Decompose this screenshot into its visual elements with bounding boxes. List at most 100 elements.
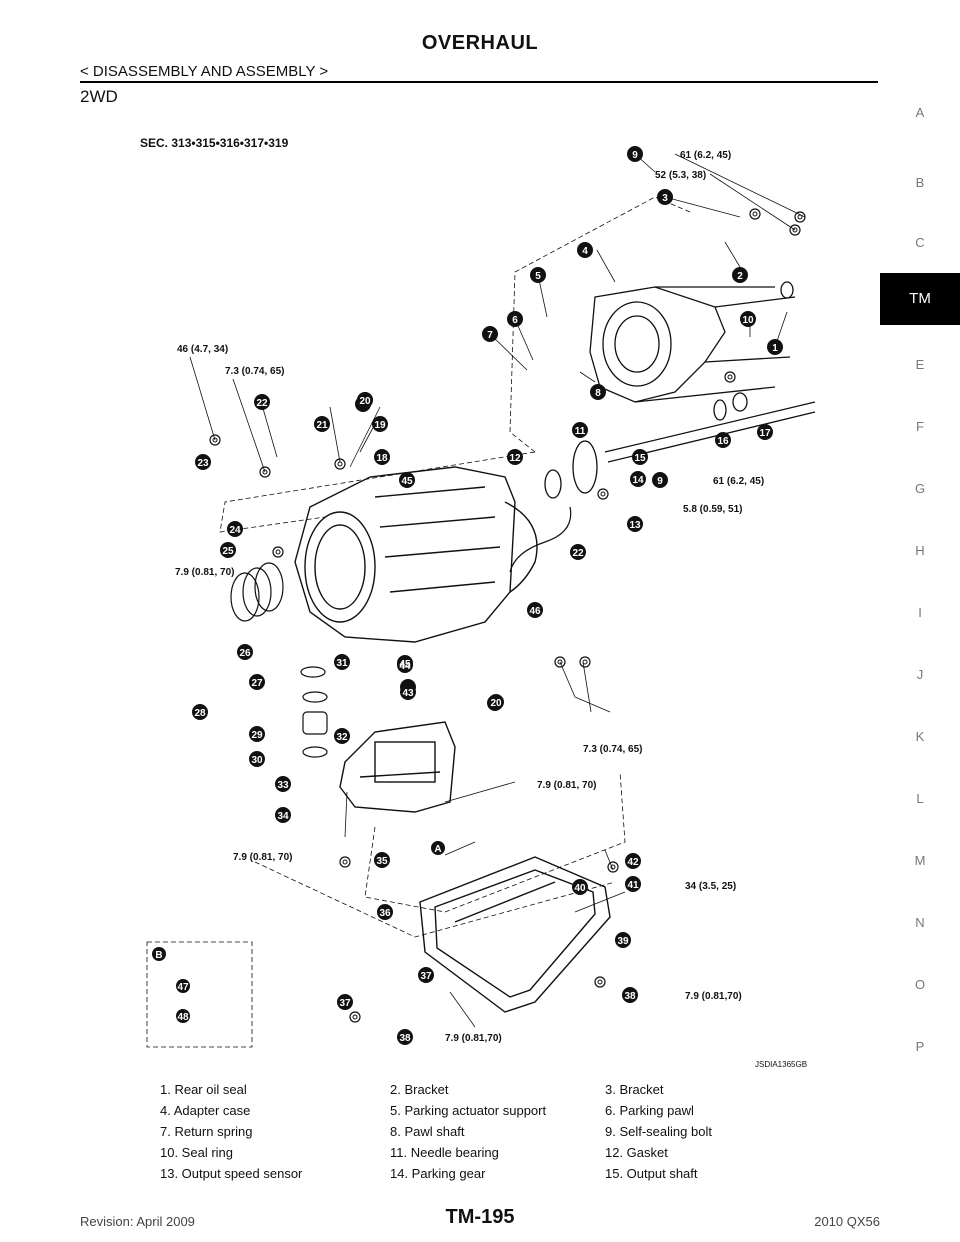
callout-21: 21	[316, 420, 328, 431]
torque-58: 5.8 (0.59, 51)	[683, 504, 742, 515]
index-J[interactable]: J	[916, 667, 924, 682]
legend-item: 12. Gasket	[605, 1145, 668, 1160]
seal-rings	[230, 562, 284, 622]
callout-32: 32	[336, 732, 348, 743]
torque-79a: 7.9 (0.81, 70)	[175, 567, 234, 578]
part-48-label: 48	[177, 1012, 189, 1023]
index-O[interactable]: O	[914, 977, 926, 992]
header-rule	[80, 81, 878, 83]
torque-79d: 7.9 (0.81,70)	[685, 991, 742, 1002]
callout-38: 38	[399, 1033, 411, 1044]
callout-39: 39	[617, 936, 629, 947]
legend-item: 11. Needle bearing	[390, 1145, 499, 1160]
callout-13: 13	[629, 520, 641, 531]
callout-27: 27	[251, 678, 263, 689]
legend-row: 10. Seal ring 11. Needle bearing 12. Gas…	[160, 1142, 840, 1163]
index-C[interactable]: C	[915, 235, 925, 250]
oil-pan-drawing	[419, 856, 611, 1013]
callout-15: 15	[634, 453, 646, 464]
legend-item: 14. Parking gear	[390, 1166, 486, 1181]
torque-61b: 61 (6.2, 45)	[713, 476, 764, 487]
callout-28: 28	[194, 708, 206, 719]
parts-legend: 1. Rear oil seal 2. Bracket 3. Bracket 4…	[160, 1079, 840, 1184]
callout-2: 2	[737, 271, 743, 282]
figure-id: JSDIA1365GB	[755, 1060, 807, 1069]
index-I[interactable]: I	[918, 605, 922, 620]
callout-6: 6	[512, 315, 518, 326]
guide-line	[509, 196, 691, 453]
callout-37b: 37	[339, 998, 351, 1009]
callout-8: 8	[595, 388, 601, 399]
legend-item: 13. Output speed sensor	[160, 1166, 303, 1181]
callout-4: 4	[582, 246, 588, 257]
legend-item: 5. Parking actuator support	[390, 1103, 547, 1118]
page-title: OVERHAUL	[421, 32, 539, 54]
revision-date: Revision: April 2009	[80, 1214, 195, 1229]
callout-22: 22	[256, 398, 268, 409]
index-L[interactable]: L	[916, 791, 924, 806]
exploded-diagram-svg: SEC. 313•315•316•317•319	[140, 136, 816, 1069]
torque-46: 46 (4.7, 34)	[177, 344, 228, 355]
torque-79c: 7.9 (0.81, 70)	[233, 852, 292, 863]
torque-73b: 7.3 (0.74, 65)	[583, 744, 642, 755]
detail-B-label: B	[155, 950, 162, 961]
legend-row: 1. Rear oil seal 2. Bracket 3. Bracket	[160, 1079, 840, 1100]
legend-row: 13. Output speed sensor 14. Parking gear…	[160, 1163, 840, 1184]
callout-34: 34	[277, 811, 289, 822]
legend-row: 4. Adapter case 5. Parking actuator supp…	[160, 1100, 840, 1121]
callout-17: 17	[759, 428, 771, 439]
index-K[interactable]: K	[915, 729, 925, 744]
callout-23: 23	[197, 458, 209, 469]
leader-lines	[189, 153, 806, 1028]
detail-markers	[152, 841, 445, 1023]
torque-34: 34 (3.5, 25)	[685, 881, 736, 892]
callout-22b: 22	[572, 548, 584, 559]
callout-38b: 38	[624, 991, 636, 1002]
index-P[interactable]: P	[915, 1039, 925, 1054]
index-A[interactable]: A	[915, 105, 925, 120]
guide-line	[364, 771, 626, 913]
index-G[interactable]: G	[914, 481, 926, 496]
legend-item: 1. Rear oil seal	[160, 1082, 247, 1097]
callout-20: 20	[359, 396, 371, 407]
legend-item: 2. Bracket	[390, 1082, 449, 1097]
callout-18: 18	[376, 453, 388, 464]
bolts	[209, 208, 806, 1023]
index-N[interactable]: N	[915, 915, 925, 930]
callout-markers	[192, 146, 783, 1045]
callout-42: 42	[627, 857, 639, 868]
guide-line	[219, 451, 536, 533]
callout-44: 44	[399, 661, 411, 672]
legend-item: 8. Pawl shaft	[390, 1124, 465, 1139]
index-F[interactable]: F	[916, 419, 924, 434]
index-M[interactable]: M	[914, 853, 926, 868]
callout-24: 24	[229, 525, 241, 536]
callout-1: 1	[772, 343, 778, 354]
callout-10: 10	[742, 315, 754, 326]
torque-73a: 7.3 (0.74, 65)	[225, 366, 284, 377]
callout-26: 26	[239, 648, 251, 659]
index-B[interactable]: B	[915, 175, 925, 190]
callout-29: 29	[251, 730, 263, 741]
callout-9b: 9	[657, 476, 663, 487]
legend-item: 7. Return spring	[160, 1124, 253, 1139]
detail-b-box	[146, 941, 253, 1048]
adapter-case-drawing	[589, 281, 796, 403]
callout-45: 45	[401, 476, 413, 487]
index-E[interactable]: E	[915, 357, 925, 372]
callout-11: 11	[575, 426, 586, 437]
index-TM[interactable]: TM	[880, 273, 960, 325]
callout-41: 41	[627, 880, 639, 891]
sensor-harness	[509, 506, 572, 573]
callout-16: 16	[717, 436, 729, 447]
callout-31: 31	[336, 658, 348, 669]
index-H[interactable]: H	[915, 543, 925, 558]
torque-52: 52 (5.3, 38)	[655, 170, 706, 181]
section-title: 2WD	[80, 87, 118, 106]
callout-3: 3	[662, 193, 668, 204]
model-year: 2010 QX56	[814, 1214, 880, 1229]
exploded-diagram: SEC. 313•315•316•317•319	[115, 122, 825, 1072]
callout-labels: 9 3 2 4 5 6 7 8 9 10 1 11 12 13 14 15 16…	[155, 150, 778, 1044]
callout-40: 40	[574, 883, 586, 894]
guide-line	[254, 861, 616, 938]
